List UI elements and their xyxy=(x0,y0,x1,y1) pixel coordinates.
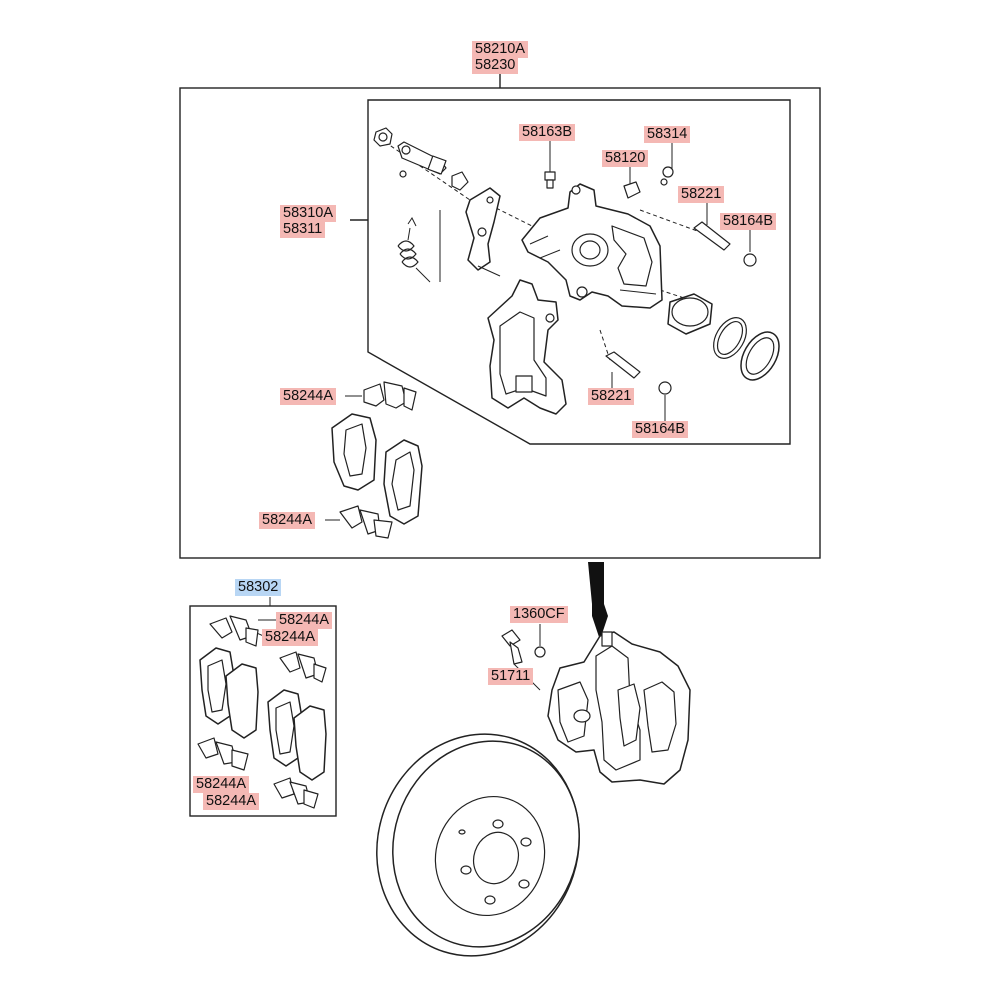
label-58244a-kit-1[interactable]: 58244A xyxy=(276,612,332,629)
label-58221-bottom[interactable]: 58221 xyxy=(588,388,635,405)
pad-clip-lower-icon xyxy=(339,505,393,539)
pad-clip-upper-icon xyxy=(363,381,417,411)
brake-pads-upper-icon xyxy=(331,413,423,525)
label-58244a-kit-2[interactable]: 58244A xyxy=(262,629,318,646)
guide-pin-top-icon xyxy=(693,221,757,267)
main-assembly-frame xyxy=(179,74,821,559)
brake-disc-icon xyxy=(376,733,580,957)
pad-kit-box xyxy=(189,597,337,817)
label-58210a[interactable]: 58210A xyxy=(472,41,528,58)
parking-lever-icon xyxy=(465,187,501,277)
label-58164b-top[interactable]: 58164B xyxy=(720,213,776,230)
leader-lines-upper xyxy=(325,140,751,521)
label-58244a-kit-3[interactable]: 58244A xyxy=(193,776,249,793)
label-51711[interactable]: 51711 xyxy=(488,668,534,685)
assembled-caliper-icon xyxy=(547,631,691,785)
label-58302[interactable]: 58302 xyxy=(235,579,282,596)
label-58244a-upper[interactable]: 58244A xyxy=(280,388,336,405)
label-1360cf[interactable]: 1360CF xyxy=(510,606,568,623)
label-58310a[interactable]: 58310A xyxy=(280,205,336,222)
bolt-58163b-icon xyxy=(544,171,556,189)
label-58230[interactable]: 58230 xyxy=(472,57,519,74)
guide-pin-boot-icon xyxy=(373,127,469,191)
piston-icon xyxy=(667,293,780,381)
assembly-arrow-icon xyxy=(588,562,608,640)
label-58120[interactable]: 58120 xyxy=(602,150,649,167)
bleeder-screw-icon xyxy=(623,166,674,199)
label-58221-top[interactable]: 58221 xyxy=(678,186,725,203)
bolt-1360cf-icon xyxy=(534,624,546,658)
spring-icon xyxy=(397,210,441,283)
label-58244a-lower[interactable]: 58244A xyxy=(259,512,315,529)
label-58164b-bottom[interactable]: 58164B xyxy=(632,421,688,438)
label-58314[interactable]: 58314 xyxy=(644,126,691,143)
caliper-bracket-icon xyxy=(487,279,567,415)
label-58244a-kit-4[interactable]: 58244A xyxy=(203,793,259,810)
guide-pin-bottom-icon xyxy=(605,351,672,395)
caliper-body-icon xyxy=(521,183,663,309)
label-58163b[interactable]: 58163B xyxy=(519,124,575,141)
label-58311[interactable]: 58311 xyxy=(280,221,326,238)
